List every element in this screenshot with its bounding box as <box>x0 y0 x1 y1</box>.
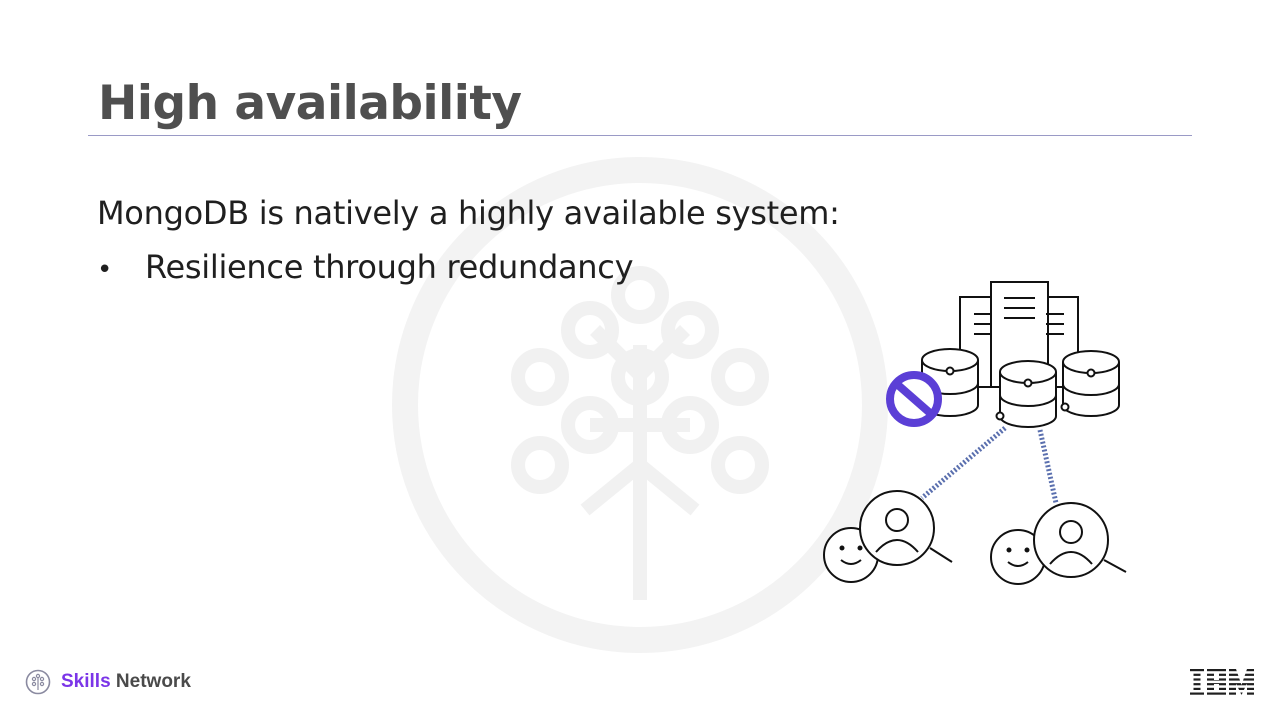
user-icon <box>859 490 953 566</box>
user-icon <box>1033 502 1127 578</box>
skills-network-brand: Skills Network <box>25 668 191 696</box>
list-item: • Resilience through redundancy <box>97 246 634 291</box>
brand-name-light: Network <box>110 671 191 692</box>
title-divider <box>88 135 1192 136</box>
brand-name: Skills Network <box>61 669 191 695</box>
prohibited-icon <box>886 371 942 427</box>
database-icon <box>1062 350 1120 417</box>
skills-network-logo-icon <box>25 669 51 695</box>
bullet-marker: • <box>97 255 113 285</box>
brand-name-strong: Skills <box>61 671 111 692</box>
replica-set-illustration <box>823 281 1127 585</box>
smiley-icon <box>990 529 1046 585</box>
ibm-logo-icon <box>1190 669 1254 695</box>
skills-network-watermark-icon <box>392 157 888 653</box>
database-icon <box>995 360 1070 428</box>
page-title: High availability <box>98 76 522 131</box>
intro-text: MongoDB is natively a highly available s… <box>97 194 840 232</box>
bullet-text: Resilience through redundancy <box>145 248 634 286</box>
bullet-list: • Resilience through redundancy <box>97 246 634 291</box>
